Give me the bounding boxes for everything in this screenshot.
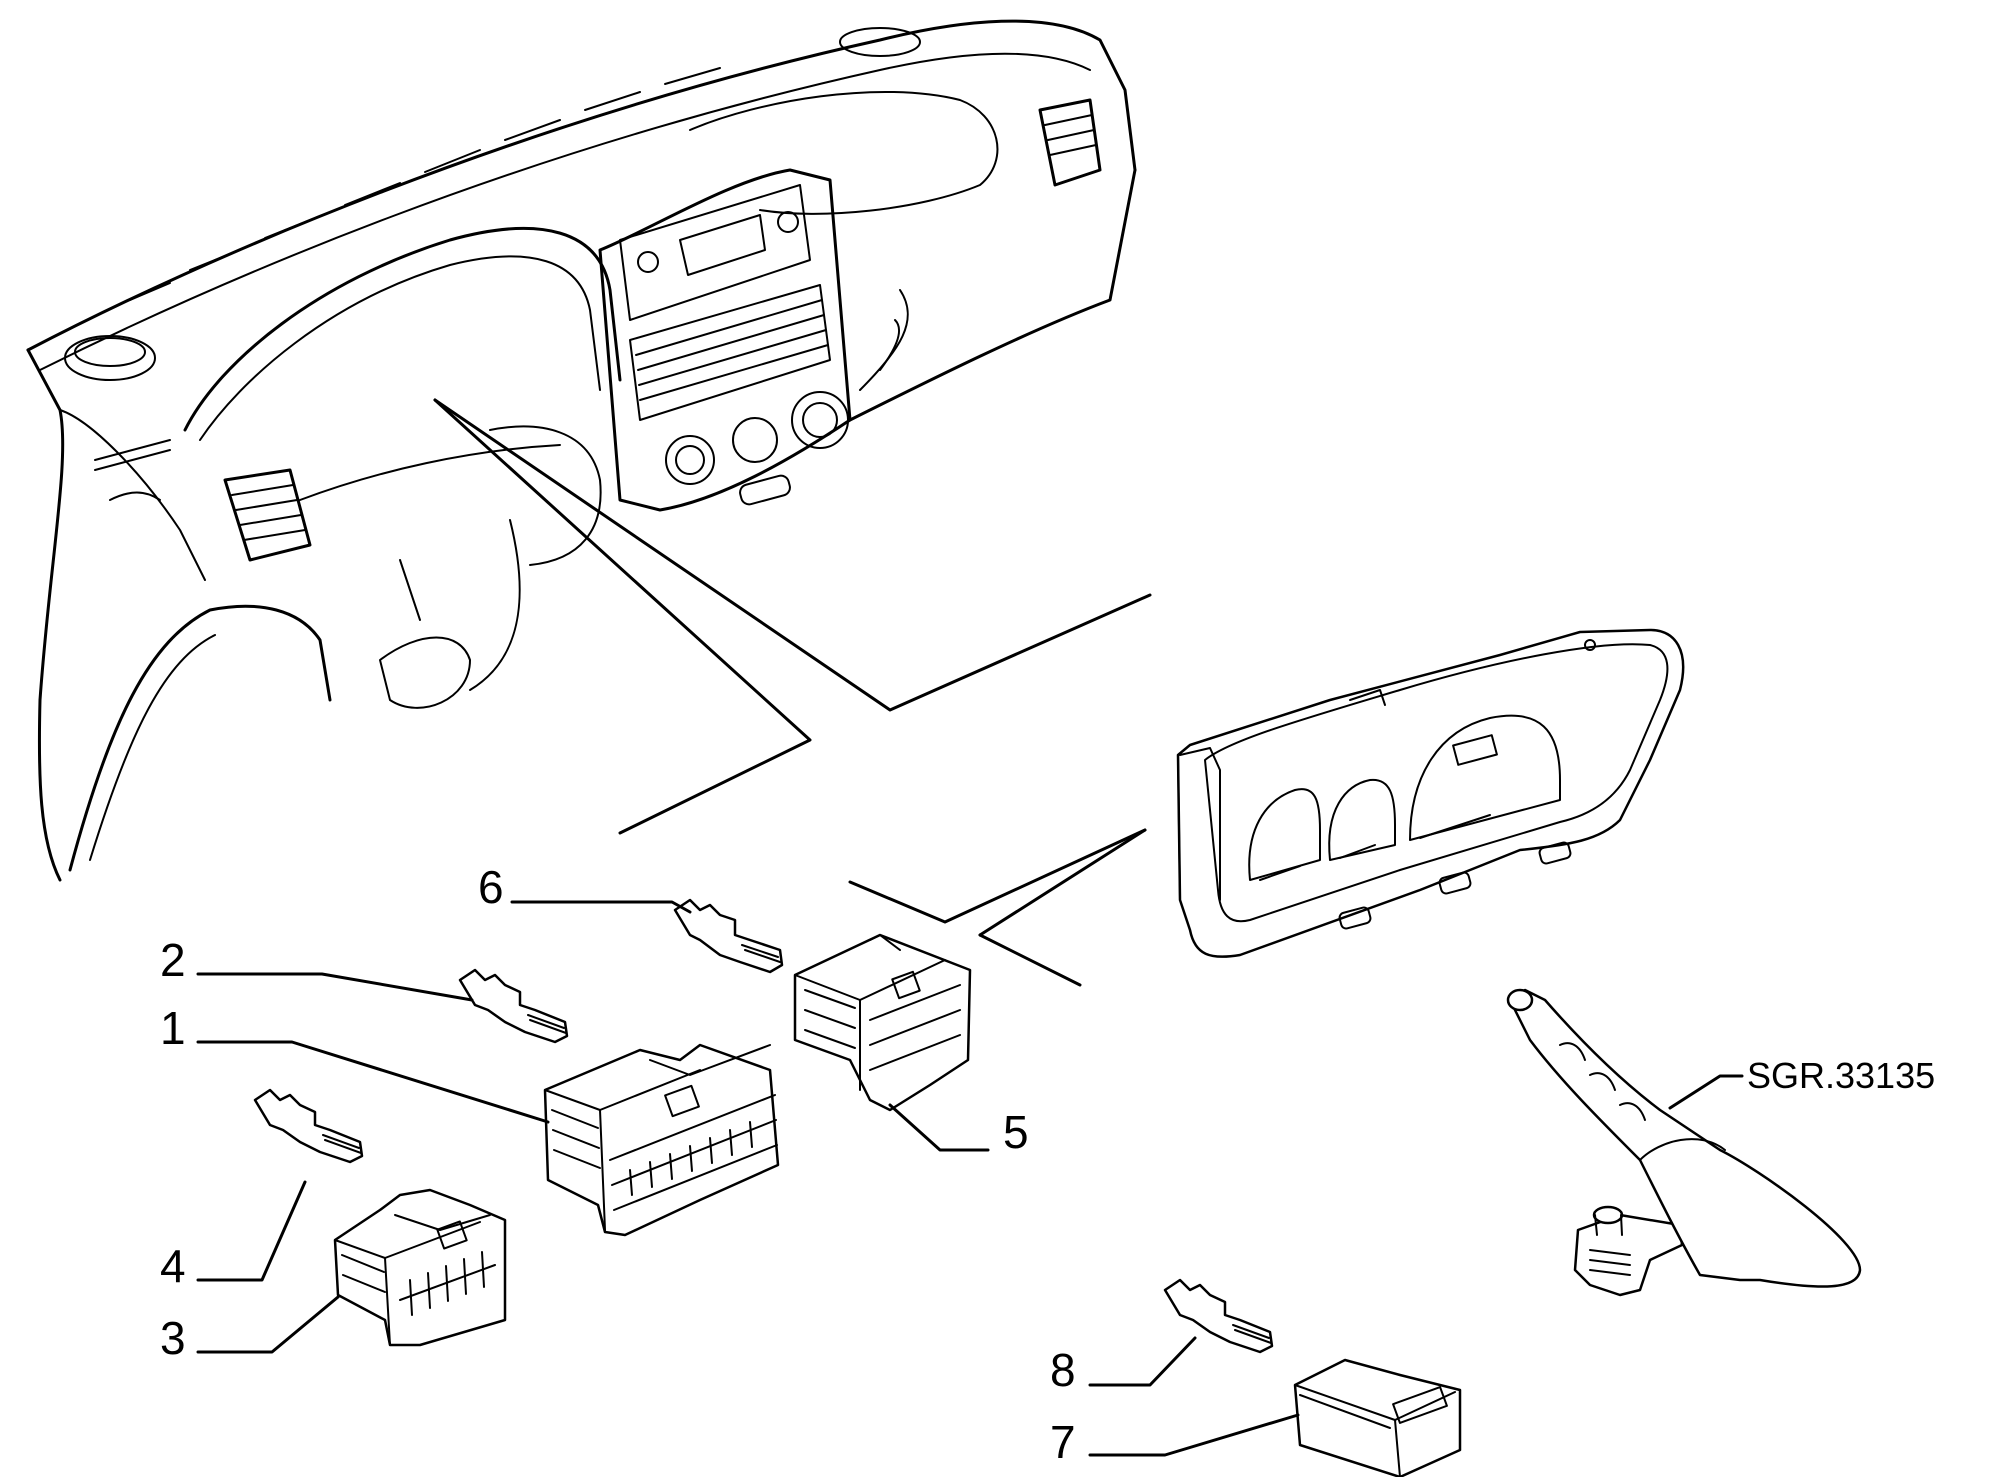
terminal-8 [1163, 1278, 1274, 1354]
callout-8: 8 [1050, 1344, 1076, 1396]
drawing-code: SGR.33135 [1747, 1055, 1935, 1096]
leader-6 [510, 900, 692, 914]
callout-4: 4 [160, 1240, 186, 1292]
terminal-4 [253, 1088, 364, 1164]
leader-8 [1088, 1336, 1197, 1387]
detail-pointer-lines [433, 398, 1152, 987]
connector-1 [543, 1043, 780, 1237]
connector-5 [793, 933, 972, 1112]
leader-5 [888, 1103, 990, 1152]
brake-switch [1573, 1205, 1684, 1297]
callout-5: 5 [1003, 1106, 1029, 1158]
handbrake-lever [1506, 988, 1862, 1288]
leader-code [1668, 1074, 1744, 1110]
callout-6: 6 [478, 861, 504, 913]
leader-1 [196, 1040, 550, 1124]
callout-1: 1 [160, 1002, 186, 1054]
callout-7: 7 [1050, 1416, 1076, 1468]
callout-2: 2 [160, 934, 186, 986]
terminal-6 [673, 898, 784, 974]
housing-7 [1293, 1358, 1462, 1477]
leader-2 [196, 972, 474, 1002]
terminal-2 [458, 968, 569, 1044]
leader-lines [196, 900, 1744, 1457]
connector-3 [333, 1188, 507, 1347]
callout-3: 3 [160, 1312, 186, 1364]
dashboard-illustration [26, 19, 1137, 882]
instrument-cluster [1176, 628, 1685, 958]
leader-3 [196, 1295, 340, 1354]
callout-labels: 6 2 1 5 4 3 8 7 SGR.33135 [160, 861, 1935, 1468]
leader-7 [1088, 1413, 1300, 1457]
leader-4 [196, 1180, 307, 1282]
